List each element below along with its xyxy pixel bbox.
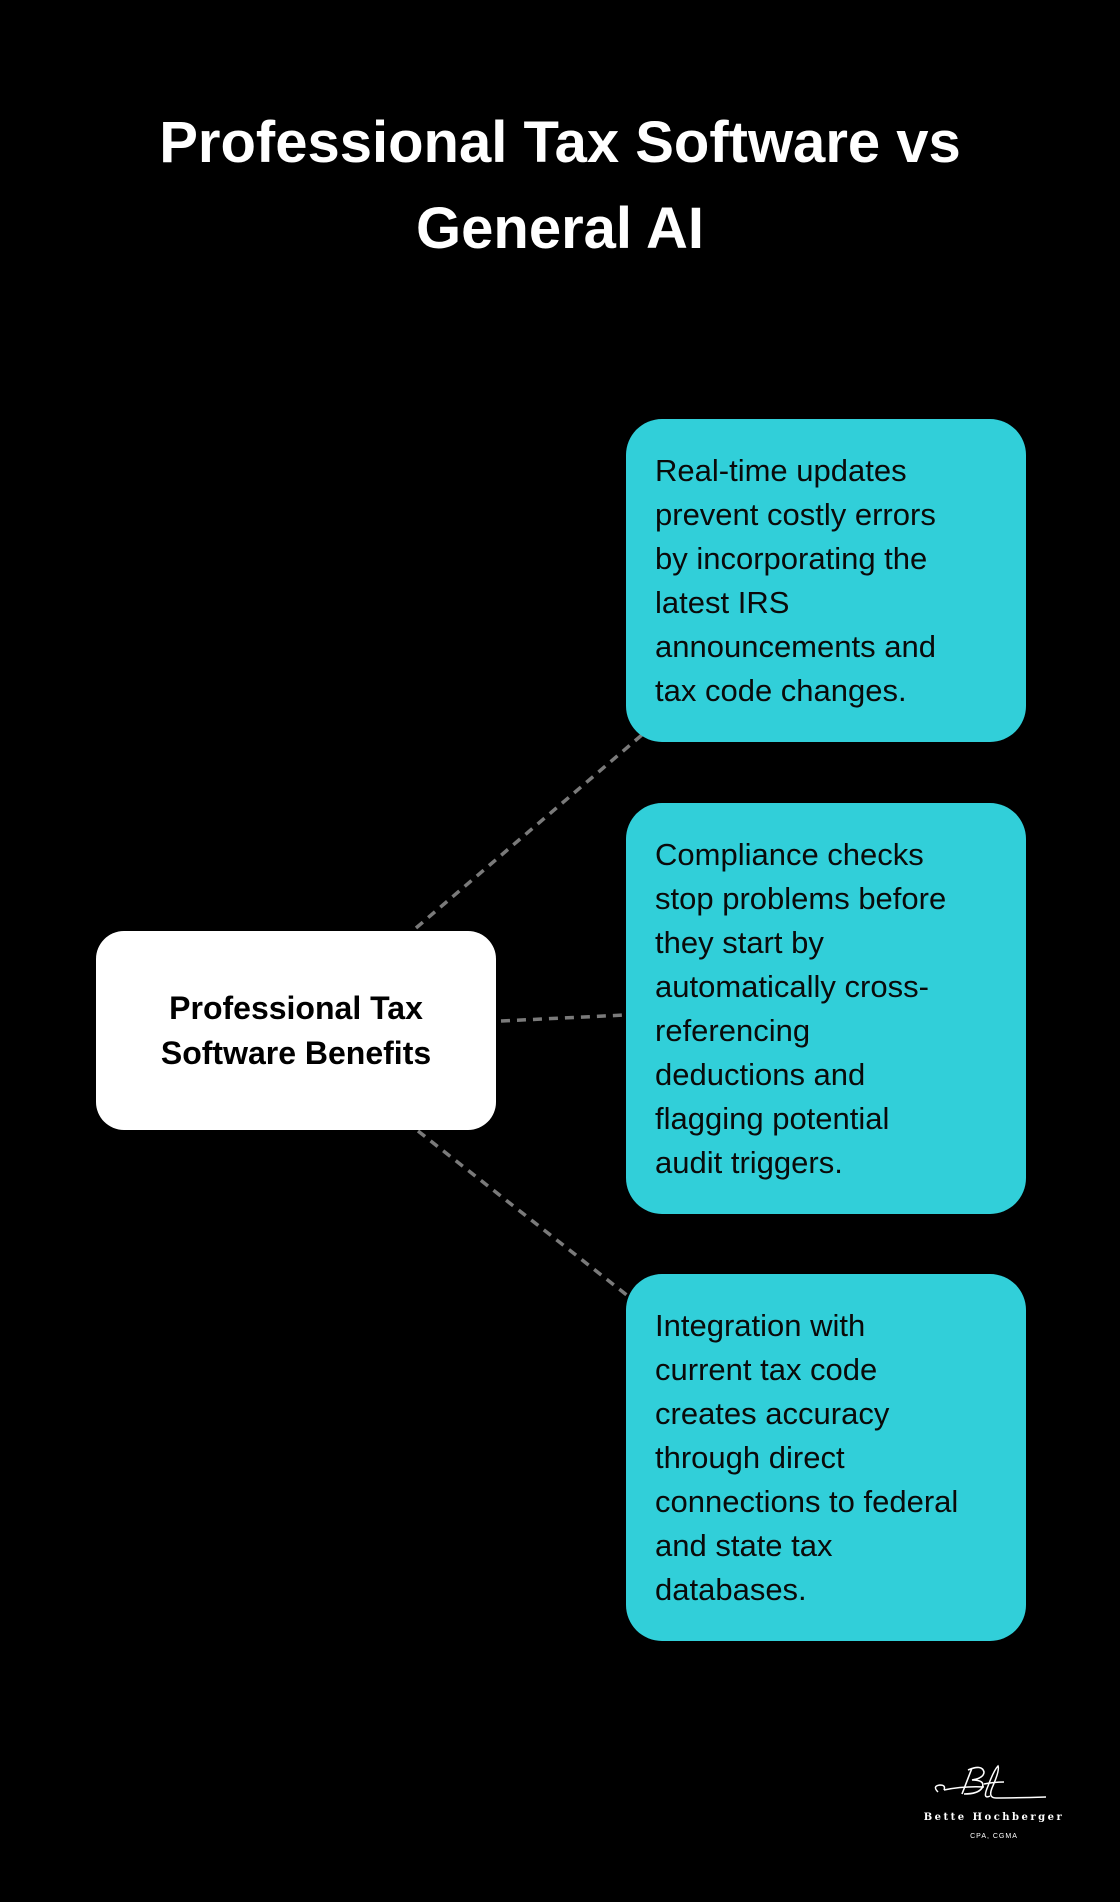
card-line: flagging potential	[655, 1101, 890, 1136]
center-node-line: Professional Tax	[169, 989, 423, 1026]
page-title: Professional Tax Software vs General AI	[0, 100, 1120, 272]
title-line: Professional Tax Software vs	[159, 110, 961, 175]
card-line: creates accuracy	[655, 1396, 890, 1431]
card-line: announcements and	[655, 629, 936, 664]
card-line: Real-time updates	[655, 453, 907, 488]
brand-logo: Bette Hochberger CPA, CGMA	[914, 1760, 1074, 1856]
card-line: Integration with	[655, 1308, 866, 1343]
center-node: Professional Tax Software Benefits	[96, 931, 496, 1130]
card-line: latest IRS	[655, 585, 790, 620]
logo-credentials: CPA, CGMA	[970, 1833, 1018, 1840]
logo-name: Bette Hochberger	[923, 1812, 1065, 1823]
card-line: stop problems before	[655, 881, 947, 916]
card-line: Compliance checks	[655, 837, 924, 872]
card-line: connections to federal	[655, 1484, 959, 1519]
connector-3	[416, 1129, 630, 1298]
card-line: they start by	[655, 925, 824, 960]
title-line: General AI	[416, 196, 704, 261]
benefit-card-realtime-updates: Real-time updates prevent costly errors …	[626, 419, 1026, 742]
card-line: through direct	[655, 1440, 845, 1475]
signature-monogram-icon	[934, 1764, 1047, 1799]
connector-2	[500, 1013, 626, 1023]
benefit-card-tax-code-integration: Integration with current tax code create…	[626, 1274, 1026, 1641]
card-line: deductions and	[655, 1057, 866, 1092]
center-node-line: Software Benefits	[160, 1034, 432, 1071]
card-line: by incorporating the	[655, 541, 928, 576]
card-line: and state tax	[655, 1528, 833, 1563]
card-line: automatically cross-	[655, 969, 929, 1004]
card-line: tax code changes.	[655, 673, 907, 708]
card-line: audit triggers.	[655, 1145, 843, 1180]
card-line: prevent costly errors	[655, 497, 936, 532]
benefit-card-compliance-checks: Compliance checks stop problems before t…	[626, 803, 1026, 1214]
card-line: referencing	[655, 1013, 811, 1048]
card-line: databases.	[655, 1572, 807, 1607]
card-line: current tax code	[655, 1352, 878, 1387]
connector-1	[414, 732, 645, 930]
